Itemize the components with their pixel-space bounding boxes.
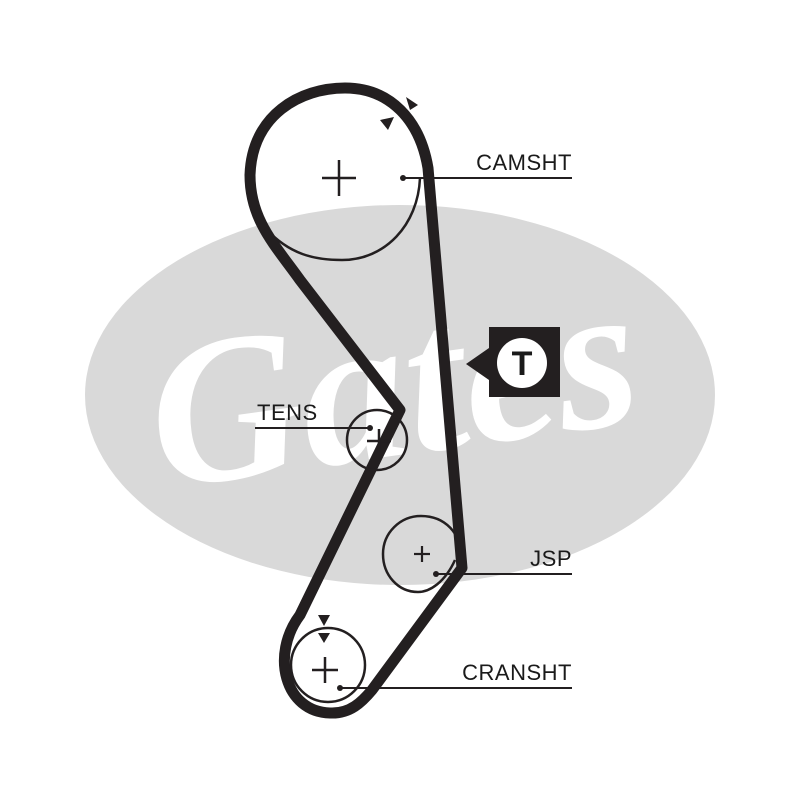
crankshaft-label: CRANSHT — [462, 660, 572, 685]
tension-badge-letter: T — [512, 345, 533, 383]
camshaft-pulley-arc — [264, 177, 422, 262]
camshaft-leader-dot — [400, 175, 406, 181]
jsp-pulley-arc — [381, 514, 462, 594]
tension-badge-circle — [497, 338, 547, 388]
gates-watermark: Gates — [85, 205, 715, 585]
crankshaft-leader-dot — [337, 685, 343, 691]
camshaft-label: CAMSHT — [476, 150, 572, 175]
crankshaft-timing-mark-inner — [318, 633, 330, 643]
crankshaft-pulley — [289, 626, 367, 704]
jsp-leader-dot — [433, 571, 439, 577]
tensioner-label: TENS — [257, 400, 318, 425]
tensioner-leader-dot — [367, 425, 373, 431]
camshaft-timing-mark-inner — [380, 117, 394, 130]
timing-belt — [244, 82, 468, 719]
tensioner-pulley-circle — [345, 408, 409, 472]
camshaft-timing-mark-outer — [406, 97, 418, 110]
camshaft-pulley — [264, 160, 422, 262]
jsp-label: JSP — [530, 546, 572, 571]
tension-badge: T — [466, 327, 560, 397]
crankshaft-pulley-circle — [289, 626, 367, 704]
jsp-pulley — [381, 514, 462, 594]
tensioner-pulley — [345, 408, 409, 472]
crankshaft-timing-mark-outer — [318, 615, 330, 626]
watermark-ellipse — [85, 205, 715, 585]
